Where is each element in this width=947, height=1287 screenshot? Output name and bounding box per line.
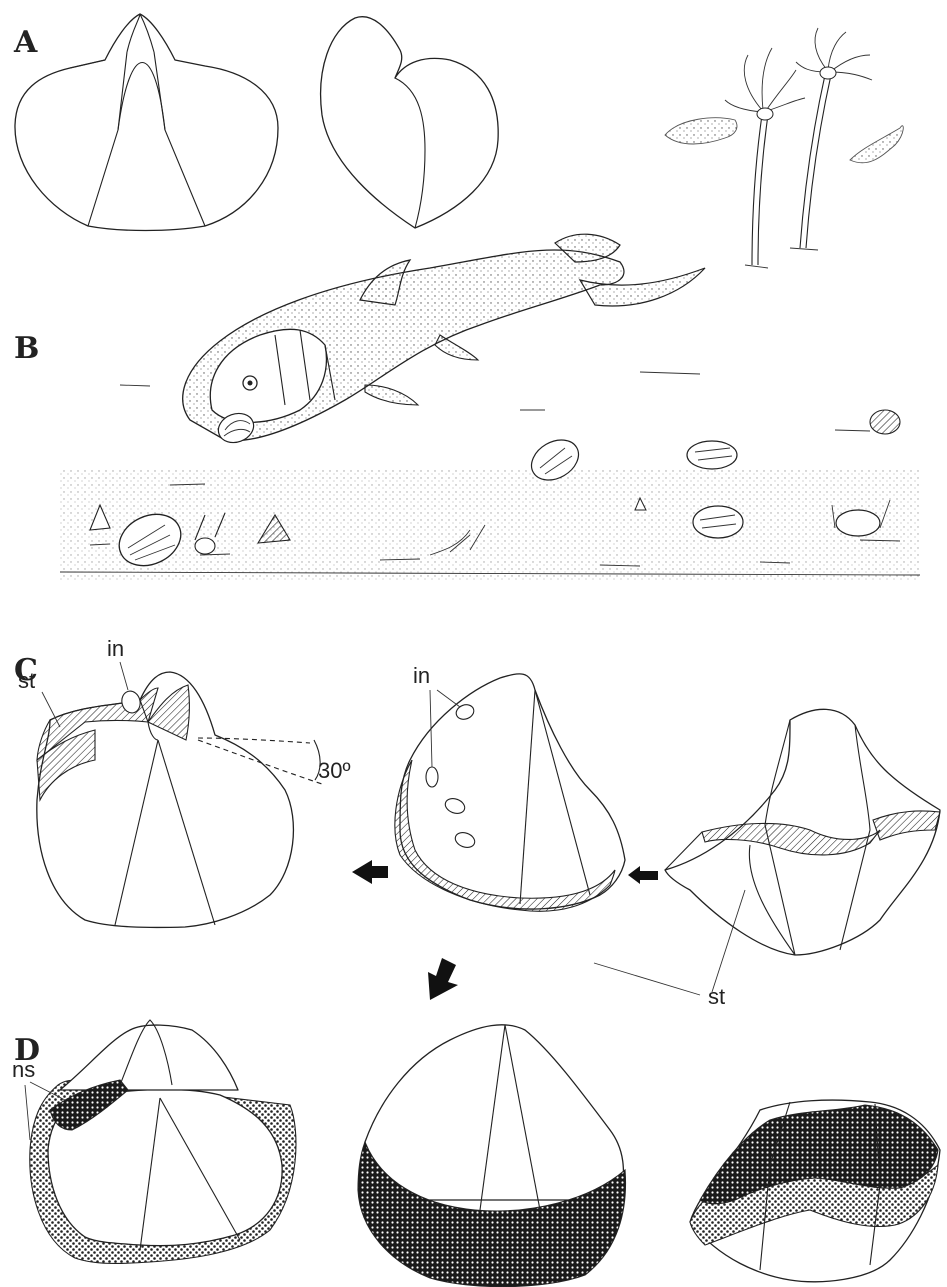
- panel-b-crinoid-left: [725, 48, 805, 268]
- label-st-left: st: [18, 668, 35, 693]
- leader-in-left: [120, 662, 128, 690]
- panel-a-letter: A: [13, 25, 38, 60]
- label-in-left: in: [107, 636, 124, 661]
- label-st-bottom: st: [708, 984, 725, 1009]
- label-angle: 30º: [318, 758, 351, 783]
- panel-d-shell-dorsal: [30, 1020, 296, 1263]
- arrow-down-icon: [428, 958, 458, 1000]
- panel-b-small-fish-right: [850, 126, 903, 163]
- label-ns: ns: [12, 1057, 35, 1082]
- panel-d-shell-lateral: [358, 1025, 626, 1287]
- panel-b-small-fish-left: [665, 118, 737, 144]
- panel-a-shell-lateral: [321, 17, 499, 228]
- panel-b-letter: B: [14, 331, 39, 366]
- panel-c-shell-dorsal: [37, 672, 325, 927]
- arrow-left-icon: [352, 860, 388, 884]
- label-in-middle: in: [413, 663, 430, 688]
- panel-c-shell-anterior: [665, 709, 940, 955]
- panel-c-shell-lateral: [395, 674, 625, 911]
- panel-a-shell-dorsal: [15, 14, 278, 231]
- panel-b-placoderm-fish: [183, 234, 705, 447]
- panel-d-shell-anterior: [690, 1100, 940, 1282]
- panel-b-crinoid-right: [790, 28, 872, 250]
- arrow-right-small-icon: [628, 866, 658, 884]
